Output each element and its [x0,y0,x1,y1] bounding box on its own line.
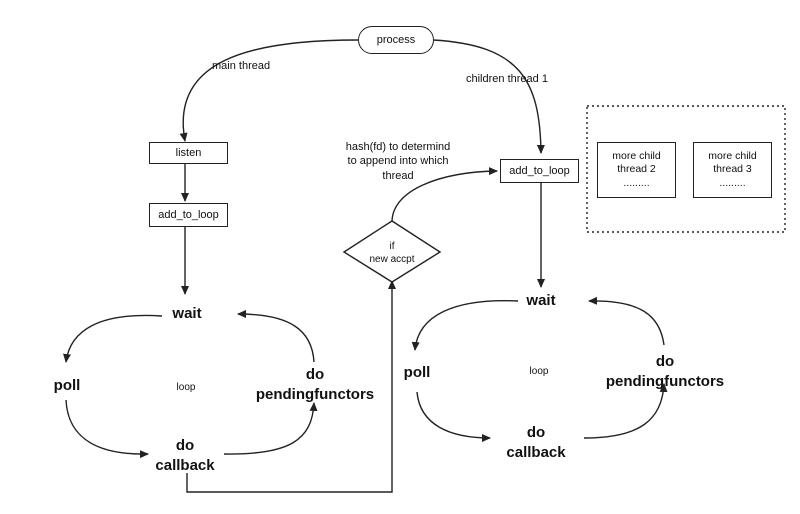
add-to-loop-child-node: add_to_loop [500,159,579,183]
edge-child-wait-to-poll [411,299,519,351]
edge-pending-to-wait [237,310,315,363]
more-child-thread-2-node: more child thread 2 ......... [597,142,676,198]
child-loop-callback: do callback [506,424,566,461]
process-node: process [358,26,434,54]
edge-process-to-listen [179,39,359,142]
main-loop-poll: poll [53,377,81,394]
child-loop-wait: wait [526,292,556,309]
edge-callback-to-pending [223,402,318,455]
main-loop-pendingfunctors: do pendingfunctors [255,366,375,403]
main-thread-label: main thread [212,60,271,72]
hash-note-label: hash(fd) to determind to append into whi… [345,141,451,182]
edge-decision-to-child [391,167,498,223]
child-loop-poll: poll [403,364,431,381]
edge-wait-to-poll [63,314,163,363]
edge-poll-to-callback [65,399,149,459]
edge-child-poll-to-callback [416,391,491,442]
edge-process-to-child [432,39,545,154]
child-loop-center: loop [529,366,549,377]
more-child-thread-3-node: more child thread 3 ......... [693,142,772,198]
edge-callback-to-decision [186,280,396,493]
decision-diamond [342,220,442,283]
main-loop-callback: do callback [155,437,215,474]
children-thread-label: children thread 1 [466,73,548,85]
add-to-loop-main-node: add_to_loop [149,203,228,227]
edge-child-pending-to-wait [588,296,665,346]
main-loop-wait: wait [172,305,202,322]
listen-node: listen [149,142,228,164]
main-loop-center: loop [176,382,196,393]
more-threads-group [586,105,786,233]
edge-child-callback-to-pending [583,383,668,439]
decision-label: if new accpt [369,241,415,265]
child-loop-pendingfunctors: do pendingfunctors [605,353,725,390]
